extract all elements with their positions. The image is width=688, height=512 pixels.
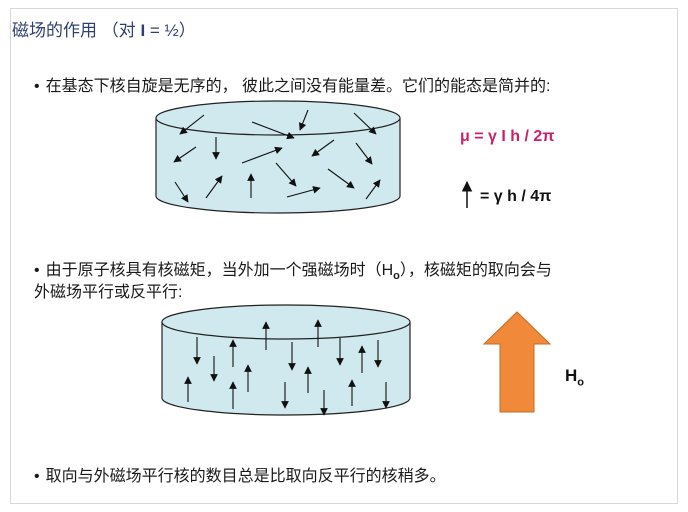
field-label-sub: o — [577, 376, 585, 389]
bullet-2-text-a: 由于原子核具有核磁矩，当外加一个强磁场时（H — [45, 262, 394, 279]
formula-arrow-moment: = γ h / 4π — [480, 188, 552, 205]
slide-frame — [10, 8, 678, 504]
bullet-3: • 取向与外磁场平行核的数目总是比取向反平行的核稍多。 — [34, 462, 446, 486]
spin-arrow — [205, 175, 223, 199]
bullet-3-text: 取向与外磁场平行核的数目总是比取向反平行的核稍多。 — [45, 468, 446, 485]
bullet-1: • 在基态下核自旋是无序的， 彼此之间没有能量差。它们的能态是简并的: — [34, 72, 551, 96]
spin-arrow — [286, 186, 321, 198]
title-spin-symbol: I — [140, 21, 146, 40]
bullet-dot: • — [34, 468, 40, 485]
bullet-1-text: 在基态下核自旋是无序的， 彼此之间没有能量差。它们的能态是简并的: — [45, 78, 551, 95]
spin-arrow — [173, 146, 197, 163]
spin-arrow — [298, 109, 309, 131]
field-label: Ho — [565, 366, 584, 388]
spin-arrow — [275, 162, 297, 187]
bullet-2-h-sub: o — [393, 270, 400, 283]
spin-arrow — [241, 146, 283, 164]
spin-arrow — [311, 139, 335, 157]
bullet-2-line-1: • 由于原子核具有核磁矩，当外加一个强磁场时（Ho），核磁矩的取向会与 — [34, 256, 552, 282]
spin-arrow — [251, 121, 295, 140]
bullet-2-text-b: ），核磁矩的取向会与 — [399, 262, 552, 279]
title-spin-value: = ½） — [145, 21, 196, 40]
field-label-main: H — [565, 366, 578, 385]
title-prefix: 磁场的作用 （对 — [12, 21, 141, 40]
bullet-2-line-2: 外磁场平行或反平行: — [34, 278, 182, 302]
magnetic-field-arrow — [482, 311, 552, 413]
bullet-2-text-c: 外磁场平行或反平行: — [34, 284, 183, 301]
slide-title: 磁场的作用 （对 I = ½） — [12, 16, 196, 41]
spin-arrow — [353, 112, 377, 135]
spin-arrow — [355, 142, 373, 165]
cylinder-aligned-spins — [161, 304, 411, 416]
cylinder-random-spins — [155, 100, 401, 214]
spin-arrow — [365, 179, 381, 200]
spin-arrow — [174, 181, 189, 203]
spin-arrow — [327, 168, 355, 189]
bullet-dot: • — [34, 78, 40, 95]
formula-magnetic-moment: μ = γ I h / 2π — [460, 128, 555, 145]
bullet-dot: • — [34, 262, 40, 279]
spin-arrow — [179, 114, 205, 135]
